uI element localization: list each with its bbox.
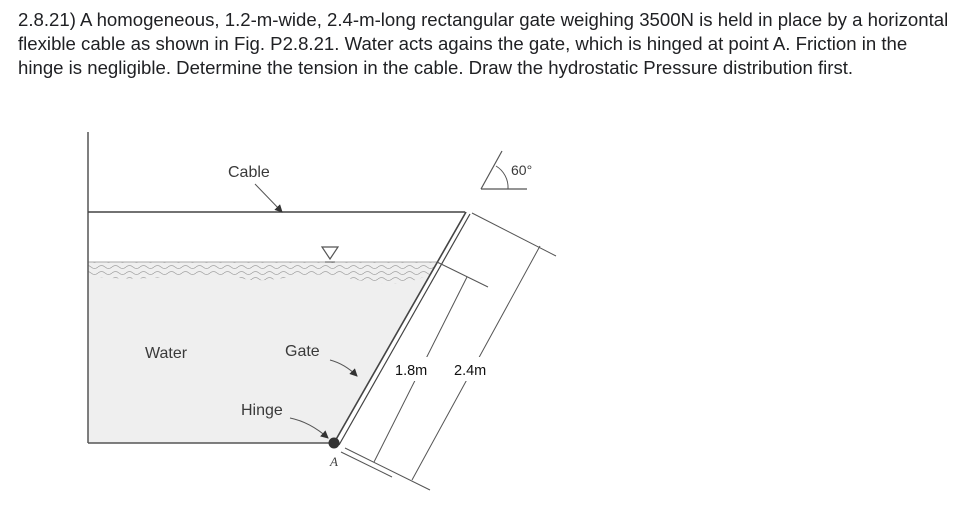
- angle-label: 60°: [511, 162, 532, 178]
- depth-dimension: 1.8m: [340, 261, 489, 478]
- water-surface: [88, 262, 437, 284]
- hinge-label: Hinge: [241, 402, 283, 419]
- gate-leader: [329, 359, 358, 377]
- gate: [333, 211, 467, 444]
- point-a-label: A: [329, 454, 338, 469]
- water-label: Water: [145, 345, 188, 362]
- cable-label: Cable: [228, 164, 270, 181]
- problem-statement: 2.8.21) A homogeneous, 1.2-m-wide, 2.4-m…: [18, 9, 949, 78]
- length-dimension: 2.4m: [344, 212, 557, 491]
- length-label: 2.4m: [454, 363, 486, 379]
- hinge-leader: [289, 417, 329, 439]
- water-region: [88, 262, 437, 443]
- depth-label: 1.8m: [395, 363, 427, 379]
- free-surface-symbol: [320, 246, 340, 261]
- cable-leader: [254, 183, 283, 213]
- angle-indicator: 60°: [480, 150, 532, 190]
- gate-edge: [338, 213, 471, 446]
- gate-label: Gate: [285, 343, 320, 360]
- hinge-pin: [328, 437, 340, 449]
